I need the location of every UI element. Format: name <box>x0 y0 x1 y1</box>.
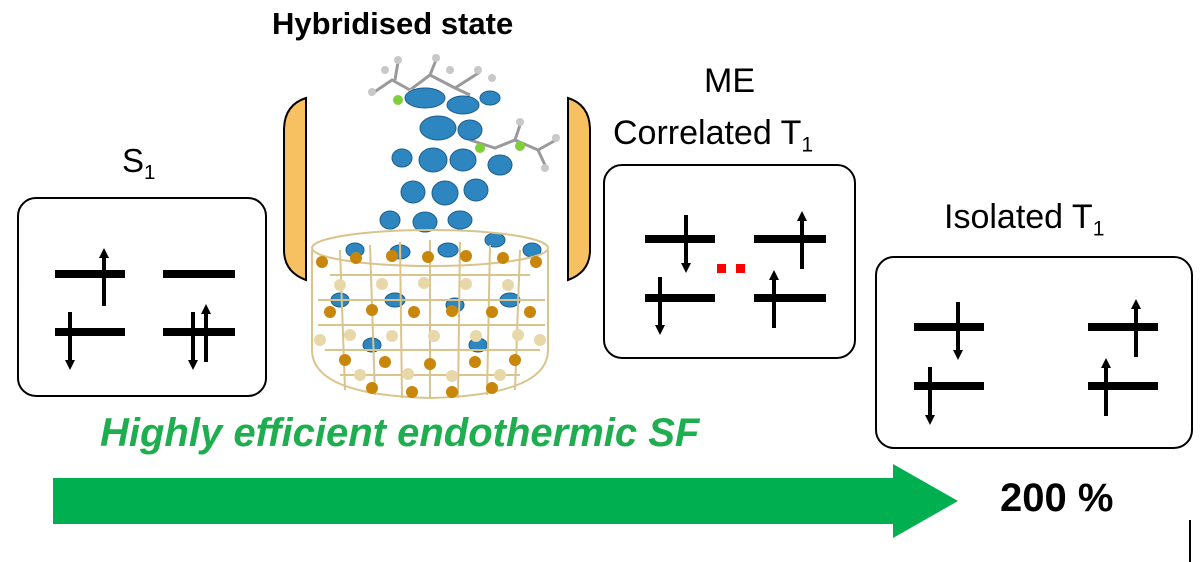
ligand-bonds <box>369 59 557 166</box>
me-label-line2-main: Correlated T <box>613 114 802 152</box>
iso-level-upper-left <box>914 323 984 331</box>
iso-label-sub: 1 <box>1092 217 1105 241</box>
coupling-dot <box>736 264 745 273</box>
s1-level-upper-left <box>55 270 125 278</box>
bracket-right <box>567 96 591 282</box>
iso-box-frame <box>875 256 1193 449</box>
yield-label: 200 % <box>1000 476 1114 520</box>
me-label-line2: Correlated T1 <box>613 114 813 157</box>
s1-label: S1 <box>122 142 155 185</box>
me-level-lower-left <box>645 294 715 302</box>
process-label: Highly efficient endothermic SF <box>100 411 700 455</box>
s1-level-lower-left <box>55 328 125 336</box>
carbon-atoms-pale <box>314 277 546 382</box>
me-label-line2-sub: 1 <box>801 133 814 157</box>
hybrid-state-title: Hybridised state <box>272 6 514 41</box>
iso-state-box <box>875 256 1193 449</box>
bracket-left <box>283 96 307 282</box>
s1-label-main: S <box>122 142 145 179</box>
hybrid-bracket <box>283 96 591 282</box>
process-arrow-icon <box>53 464 958 538</box>
me-level-upper-left <box>645 235 715 243</box>
s1-state-box <box>17 197 267 397</box>
molecule-nanotube-icon <box>311 54 560 400</box>
iso-label-main: Isolated T <box>944 198 1093 236</box>
me-state-box <box>603 164 856 359</box>
iso-level-lower-left <box>914 382 984 390</box>
me-level-lower-right <box>754 294 826 302</box>
s1-level-upper-right <box>163 270 235 278</box>
s1-box-frame <box>17 197 267 397</box>
iso-level-upper-right <box>1088 323 1158 331</box>
silicon-atoms <box>393 95 525 153</box>
iso-label: Isolated T1 <box>944 198 1104 241</box>
s1-level-lower-right <box>163 328 235 336</box>
me-label-line1: ME <box>704 62 755 100</box>
me-level-upper-right <box>754 235 826 243</box>
me-box-frame <box>603 164 856 359</box>
isosurface-lobes <box>330 87 542 353</box>
nanotube-bonds <box>311 229 549 400</box>
carbon-atoms-gold <box>316 250 542 398</box>
s1-label-sub: 1 <box>144 161 156 185</box>
coupling-dot <box>717 264 726 273</box>
iso-level-lower-right <box>1088 382 1158 390</box>
